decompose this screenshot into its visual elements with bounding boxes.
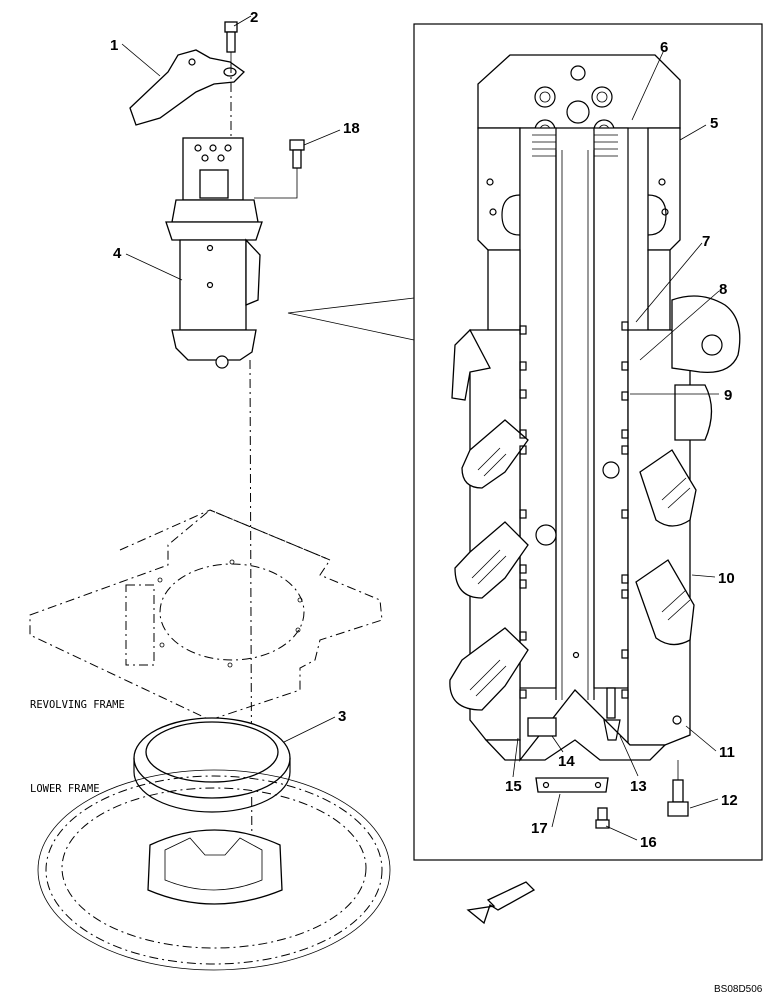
callout-7: 7 [702, 233, 710, 250]
revolving-frame-label: REVOLVING FRAME [30, 699, 125, 711]
callout-14: 14 [558, 753, 575, 770]
callout-10: 10 [718, 570, 735, 587]
callout-5: 5 [710, 115, 718, 132]
callout-6: 6 [660, 39, 668, 56]
lower-frame-label: LOWER FRAME [30, 783, 100, 795]
callout-3: 3 [338, 708, 346, 725]
callout-13: 13 [630, 778, 647, 795]
swivel-joint-section [449, 54, 741, 762]
callout-12: 12 [721, 792, 738, 809]
drawing-code: BS08D506 [714, 984, 763, 995]
leader-lines [121, 15, 720, 841]
callout-15: 15 [505, 778, 522, 795]
seal-ring-3 [133, 717, 291, 813]
detail-frame [413, 23, 763, 861]
callout-8: 8 [719, 281, 727, 298]
callout-9: 9 [724, 387, 732, 404]
callout-11: 11 [719, 744, 735, 761]
revolving-frame [29, 509, 383, 721]
screw-12 [667, 760, 689, 817]
bolt-18 [254, 139, 305, 199]
screw-16 [595, 807, 610, 829]
callout-1: 1 [110, 37, 118, 54]
front-direction-arrow [466, 881, 536, 925]
plate-17 [535, 777, 609, 793]
callout-18: 18 [343, 120, 360, 137]
callout-16: 16 [640, 834, 657, 851]
bracket-1 [129, 49, 246, 126]
callout-2: 2 [250, 9, 258, 26]
bolt-2 [224, 21, 238, 64]
detail-leader [287, 297, 415, 341]
callout-numbers: 1 2 3 4 5 6 7 8 9 10 11 12 13 14 15 16 1… [110, 9, 738, 851]
swivel-joint-4 [165, 137, 263, 369]
lower-frame [37, 769, 391, 971]
callout-17: 17 [531, 820, 548, 837]
callout-4: 4 [113, 245, 122, 262]
